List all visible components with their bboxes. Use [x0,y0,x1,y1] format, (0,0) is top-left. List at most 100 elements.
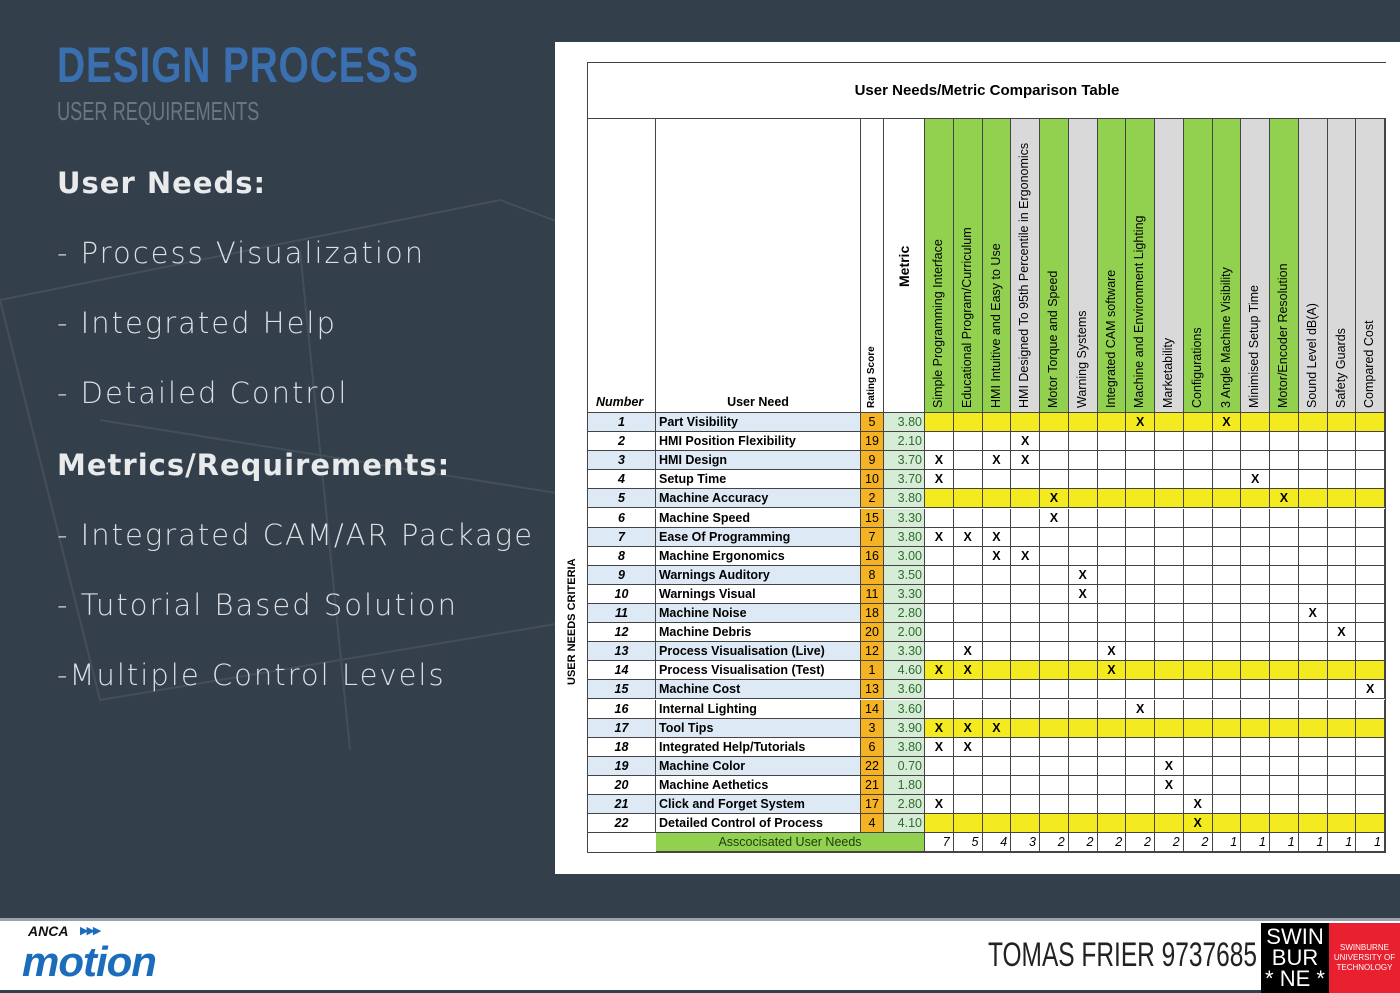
match-cell [1298,451,1328,471]
match-cell [953,756,983,776]
row-rank: 9 [861,451,884,471]
match-cell [1327,699,1357,719]
row-user-need: Machine Debris [656,623,861,643]
match-cell [1068,470,1098,490]
match-cell [1126,756,1155,776]
match-cell [1097,604,1127,624]
match-cell [1040,584,1069,604]
row-number: 5 [588,489,656,509]
match-cell [1241,661,1270,681]
match-cell [1327,451,1357,471]
match-cell [1241,565,1270,585]
match-cell [1183,508,1213,528]
row-rank: 20 [861,623,884,643]
match-mark: X [1011,546,1040,566]
match-cell [1183,737,1213,757]
metric-count: 2 [1040,833,1069,853]
match-cell [953,565,983,585]
match-cell [1068,413,1098,433]
row-number: 11 [588,604,656,624]
match-cell [1298,527,1328,547]
need-item: - Process Visualization [57,236,426,270]
match-cell [1270,546,1299,566]
match-cell [953,775,983,795]
match-cell [1356,604,1385,624]
metric-name: Safety Guards [1333,328,1348,408]
match-cell [1155,527,1184,547]
match-cell [1241,699,1270,719]
match-cell [925,413,954,433]
metric-count: 1 [1270,833,1299,853]
match-cell [982,642,1012,662]
row-user-need: Integrated Help/Tutorials [656,737,861,757]
metric-item: - Tutorial Based Solution [57,588,458,622]
match-cell [953,413,983,433]
match-cell [1270,451,1299,471]
match-cell [1040,756,1069,776]
metric-name: Motor/Encoder Resolution [1276,263,1290,408]
match-cell [982,413,1012,433]
match-cell [1327,756,1357,776]
footer-label: Asscocisated User Needs [656,833,925,853]
row-number: 16 [588,699,656,719]
match-cell [1011,642,1040,662]
match-cell [1241,623,1270,643]
match-cell [1040,661,1069,681]
match-cell [1040,737,1069,757]
row-user-need: Machine Speed [656,508,861,528]
match-cell [1212,661,1242,681]
metrics-heading: Metrics/Requirements: [57,448,451,482]
match-cell [1155,413,1184,433]
match-cell [1126,432,1155,452]
match-cell [1155,546,1184,566]
row-rank: 1 [861,661,884,681]
match-cell [1327,489,1357,509]
row-rank: 18 [861,604,884,624]
row-user-need: Part Visibility [656,413,861,433]
match-cell [953,508,983,528]
row-number: 8 [588,546,656,566]
match-mark: X [1155,775,1184,795]
match-cell [1068,508,1098,528]
match-cell [1011,795,1040,815]
match-cell [1270,737,1299,757]
row-score: 2.80 [884,795,925,815]
metric-count: 2 [1097,833,1127,853]
match-cell [1155,680,1184,700]
metric-name: Warning Systems [1074,310,1089,408]
row-user-need: Process Visualisation (Test) [656,661,861,681]
metric-count: 1 [1212,833,1242,853]
match-cell [1068,775,1098,795]
match-cell [1270,718,1299,738]
row-user-need: Setup Time [656,470,861,490]
match-cell [1270,642,1299,662]
match-cell [1068,623,1098,643]
match-cell [1097,527,1127,547]
metric-count: 2 [1155,833,1184,853]
row-number: 14 [588,661,656,681]
match-cell [1298,680,1328,700]
match-cell [1183,546,1213,566]
match-cell [1327,680,1357,700]
match-cell [1068,737,1098,757]
match-cell [982,661,1012,681]
metric-name: Configurations [1189,327,1204,408]
match-cell [1270,775,1299,795]
match-cell [1212,508,1242,528]
match-cell [1011,699,1040,719]
match-mark: X [982,718,1012,738]
match-cell [1356,489,1385,509]
match-cell [1126,451,1155,471]
match-cell [982,699,1012,719]
metric-name: 3 Angle Machine Visibility [1218,267,1233,408]
swin-line: BUR [1271,945,1319,970]
match-cell [925,775,954,795]
match-cell [953,795,983,815]
match-cell [1011,527,1040,547]
row-number: 1 [588,413,656,433]
metric-header: Integrated CAM software [1097,119,1127,413]
match-cell [1126,775,1155,795]
match-mark: X [953,661,983,681]
match-cell [953,451,983,471]
match-cell [1270,527,1299,547]
